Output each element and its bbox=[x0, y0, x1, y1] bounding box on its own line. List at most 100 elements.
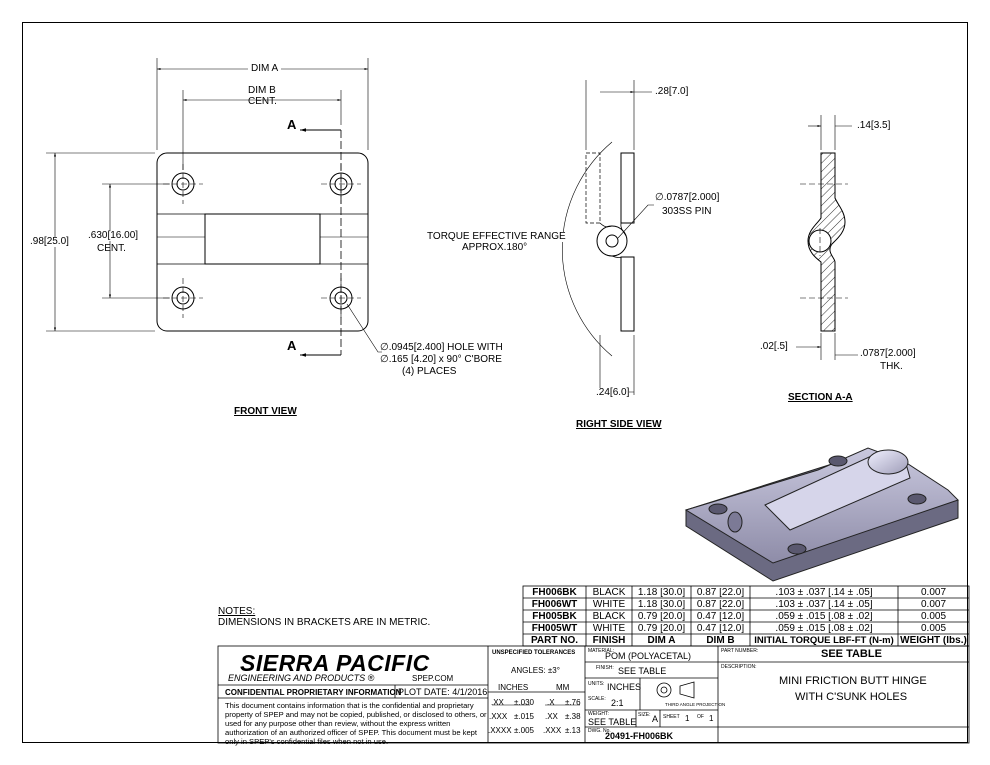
pin-material: 303SS PIN bbox=[662, 206, 712, 217]
section-gap: .02[.5] bbox=[760, 341, 788, 352]
tol-cell: ±.76 bbox=[565, 698, 581, 707]
table-lines bbox=[217, 585, 970, 744]
section-thk-top: .14[3.5] bbox=[857, 120, 891, 131]
table-cell: 0.007 bbox=[920, 600, 947, 610]
weight-value: SEE TABLE bbox=[588, 717, 637, 727]
center-cent: CENT. bbox=[97, 243, 126, 254]
tol-cell: ±.13 bbox=[565, 726, 581, 735]
table-cell: 1.18 [30.0] bbox=[637, 588, 686, 598]
table-cell: BLACK bbox=[592, 612, 626, 622]
tol-cell: .XX bbox=[491, 698, 504, 707]
plot-date: PLOT DATE: 4/1/2016 bbox=[398, 687, 488, 697]
table-header: FINISH bbox=[592, 636, 626, 646]
dwg-number: 20491-FH006BK bbox=[605, 731, 674, 741]
description-line1: MINI FRICTION BUTT HINGE bbox=[779, 675, 927, 687]
torque-line1: TORQUE EFFECTIVE RANGE bbox=[427, 231, 566, 242]
table-header: WEIGHT (lbs.) bbox=[900, 636, 967, 646]
drawing-border bbox=[22, 22, 968, 743]
side-view bbox=[562, 80, 654, 395]
table-cell: 0.007 bbox=[920, 588, 947, 598]
tolerances-title: UNSPECIFIED TOLERANCES bbox=[492, 650, 576, 656]
part-number-value: SEE TABLE bbox=[821, 648, 882, 660]
table-cell: 0.47 [12.0] bbox=[696, 624, 745, 634]
table-cell: 0.005 bbox=[920, 612, 947, 622]
hole-note-line3: (4) PLACES bbox=[402, 366, 457, 377]
pin-diameter: ∅.0787[2.000] bbox=[655, 192, 720, 203]
tol-cell: .XXX bbox=[489, 712, 508, 721]
table-cell: WHITE bbox=[592, 624, 626, 634]
scale-label: SCALE: bbox=[588, 696, 606, 702]
tol-cell: .XXX bbox=[543, 726, 562, 735]
torque-line2: APPROX.180° bbox=[462, 242, 528, 253]
material-value: POM (POLYACETAL) bbox=[605, 651, 692, 661]
table-cell: 1.18 [30.0] bbox=[637, 600, 686, 610]
part-number-label: PART NUMBER: bbox=[721, 648, 759, 654]
table-cell: .103 ± .037 [.14 ± .05] bbox=[775, 600, 873, 610]
center-dim: .630[16.00] bbox=[88, 230, 139, 241]
table-cell: 0.87 [22.0] bbox=[696, 588, 745, 598]
of-value: 1 bbox=[709, 714, 714, 723]
table-cell: FH005WT bbox=[531, 624, 578, 634]
finish-label: FINISH: bbox=[596, 665, 614, 671]
company-subtitle: ENGINEERING AND PRODUCTS ® bbox=[228, 673, 375, 683]
table-cell: FH005BK bbox=[532, 612, 577, 622]
finish-value: SEE TABLE bbox=[618, 666, 667, 676]
table-cell: .103 ± .037 [.14 ± .05] bbox=[775, 588, 873, 598]
tol-cell: .XX bbox=[545, 712, 558, 721]
tol-cell: .XXXX bbox=[488, 726, 512, 735]
description-line2: WITH C'SUNK HOLES bbox=[795, 691, 908, 703]
table-cell: 0.79 [20.0] bbox=[637, 624, 686, 634]
hinge-3d-render bbox=[684, 447, 959, 582]
table-header: INITIAL TORQUE LBF-FT (N-m) bbox=[754, 636, 894, 646]
tol-inches-header: INCHES bbox=[498, 683, 529, 692]
front-view-title: FRONT VIEW bbox=[234, 406, 297, 417]
dim-a-label: DIM A bbox=[248, 64, 282, 74]
units-value: INCHES bbox=[607, 682, 642, 692]
sheet-value: 1 bbox=[685, 714, 690, 723]
table-header: PART NO. bbox=[530, 636, 579, 646]
section-a-bottom: A bbox=[287, 338, 297, 353]
height-dim: .98[25.0] bbox=[30, 236, 69, 247]
size-value: A bbox=[652, 714, 659, 724]
table-cell: 0.87 [22.0] bbox=[696, 600, 745, 610]
tol-cell: ±.015 bbox=[514, 712, 534, 721]
sheet-label: SHEET bbox=[663, 714, 680, 720]
table-cell: 0.005 bbox=[920, 624, 947, 634]
projection-label: THIRD ANGLE PROJECTION bbox=[665, 702, 726, 707]
table-header: DIM B bbox=[706, 636, 735, 646]
table-cell: 0.47 [12.0] bbox=[696, 612, 745, 622]
side-width-top: .28[7.0] bbox=[655, 86, 689, 97]
table-cell: 0.79 [20.0] bbox=[637, 612, 686, 622]
table-cell: FH006WT bbox=[531, 600, 578, 610]
size-label: SIZE: bbox=[638, 712, 651, 718]
company-website: SPEP.COM bbox=[412, 674, 454, 683]
confidential-text: This document contains information that … bbox=[225, 701, 487, 746]
table-cell: WHITE bbox=[592, 600, 626, 610]
notes-heading: NOTES: bbox=[218, 606, 256, 617]
section-view-title: SECTION A-A bbox=[788, 392, 853, 403]
tol-cell: ±.030 bbox=[514, 698, 534, 707]
description-label: DESCRIPTION: bbox=[721, 664, 757, 670]
company-logo: SIERRA PACIFIC bbox=[240, 650, 430, 676]
section-thk: .0787[2.000] bbox=[860, 348, 916, 359]
dim-b-label: DIM B bbox=[248, 85, 276, 96]
confidential-heading: CONFIDENTIAL PROPRIETARY INFORMATION bbox=[225, 688, 402, 697]
hole-note-line2: ∅.165 [4.20] x 90° C'BORE bbox=[380, 354, 502, 365]
dim-b-cent: CENT. bbox=[248, 96, 277, 107]
table-cell: FH006BK bbox=[532, 588, 577, 598]
material-label: MATERIAL: bbox=[588, 648, 615, 654]
units-label: UNITS: bbox=[588, 681, 605, 687]
of-label: OF bbox=[697, 714, 704, 720]
section-view bbox=[796, 115, 858, 360]
front-view bbox=[46, 58, 382, 357]
table-cell: BLACK bbox=[592, 588, 626, 598]
tol-cell: ±.005 bbox=[514, 726, 534, 735]
tolerances-angles: ANGLES: ±3° bbox=[511, 666, 560, 675]
table-header: DIM A bbox=[647, 636, 676, 646]
tol-cell: ±.38 bbox=[565, 712, 581, 721]
table-cell: .059 ± .015 [.08 ± .02] bbox=[775, 612, 873, 622]
table-cell: .059 ± .015 [.08 ± .02] bbox=[775, 624, 873, 634]
tol-cell: .X bbox=[547, 698, 555, 707]
weight-label: WEIGHT: bbox=[588, 711, 609, 717]
